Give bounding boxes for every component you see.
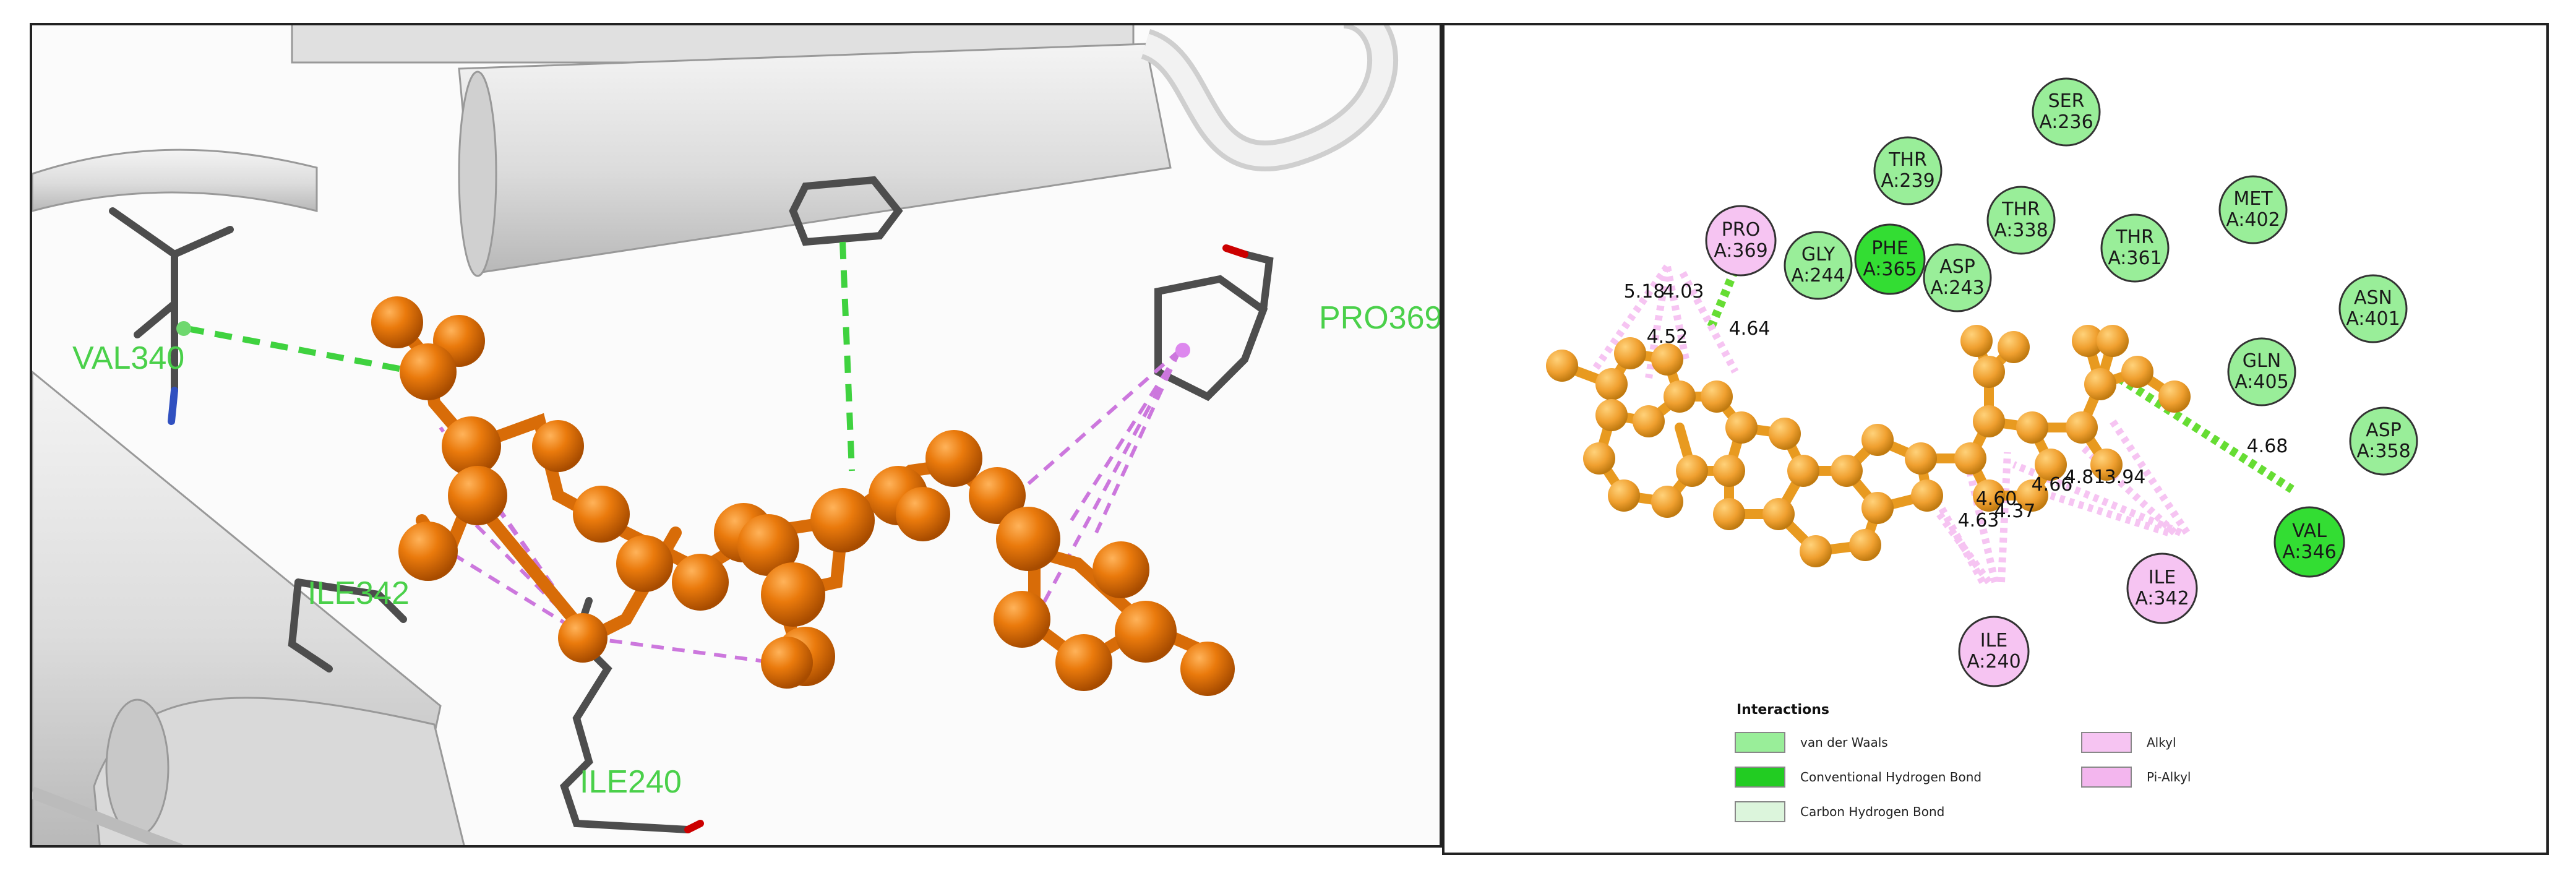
legend-swatch: [2081, 732, 2132, 753]
residue-gly244: GLY A:244: [1784, 231, 1853, 300]
residue-number: A:405: [2235, 371, 2288, 393]
legend-swatch: [1735, 801, 1785, 822]
residue-name: ASP: [2366, 419, 2402, 441]
residue-thr338: THR A:338: [1986, 186, 2056, 255]
residue-disc: [1986, 186, 2056, 255]
residue-name: PHE: [1871, 238, 1908, 259]
legend-swatch: [1735, 767, 1785, 788]
residue-number: A:240: [1967, 651, 2020, 673]
legend-label: Pi-Alkyl: [2147, 770, 2191, 784]
residue-disc: [1958, 616, 2030, 687]
residue-name: ILE: [2149, 567, 2176, 588]
legend-swatch: [2081, 767, 2132, 788]
residue-disc: [2273, 506, 2345, 578]
residue-number: A:365: [1863, 259, 1917, 280]
residue-label-pro369: PRO369: [1319, 300, 1442, 336]
legend-label: van der Waals: [1800, 735, 1888, 750]
residue-ile240: ILE A:240: [1958, 616, 2030, 687]
residue-asp358: ASP A:358: [2349, 406, 2418, 476]
residue-number: A:369: [1714, 240, 1767, 262]
distance-label: 4.63: [1958, 510, 1999, 531]
residue-number: A:338: [1994, 220, 2048, 241]
ligand-atoms: [371, 296, 1235, 696]
protein-ribbons: [32, 25, 1398, 845]
residue-thr361: THR A:361: [2100, 213, 2170, 283]
interaction-centroid: [1175, 343, 1190, 358]
residue-ile342: ILE A:342: [2126, 552, 2198, 624]
residue-number: A:402: [2226, 209, 2280, 231]
docking-3d-canvas: VAL340 PRO369 ILE342 ILE240: [32, 25, 1442, 845]
residue-disc: [2218, 175, 2288, 244]
interaction-lines: [186, 241, 1182, 664]
residue-number: A:236: [2039, 111, 2093, 133]
residue-label-ile240: ILE240: [580, 764, 682, 800]
residue-pro369: PRO A:369: [1705, 205, 1777, 277]
distance-label: 3.94: [2105, 466, 2146, 488]
residue-phe365: PHE A:365: [1854, 223, 1926, 295]
distance-label: 4.03: [1663, 281, 1704, 303]
residue-asn401: ASN A:401: [2338, 274, 2408, 343]
residue-number: A:361: [2108, 247, 2162, 269]
residue-ser236: SER A:236: [2032, 77, 2101, 147]
residue-name: SER: [2048, 90, 2085, 112]
interaction-2d-canvas: 5.18 4.03 4.52 4.64 4.68 4.81 3.94 4.66 …: [1546, 77, 2418, 822]
ligand-atoms-2d: [1546, 325, 2191, 567]
residue-gln405: GLN A:405: [2227, 337, 2296, 406]
distance-label: 5.18: [1624, 281, 1665, 303]
residue-number: A:342: [2135, 588, 2189, 609]
residue-name: THR: [2001, 199, 2040, 220]
distance-label: 4.68: [2247, 436, 2288, 457]
residue-name: THR: [1888, 149, 1927, 171]
residue-disc: [2100, 213, 2170, 283]
residue-name: THR: [2115, 226, 2154, 248]
residue-disc: [1854, 223, 1926, 295]
residue-number: A:401: [2346, 308, 2400, 330]
residue-disc: [1873, 136, 1943, 205]
residue-name: PRO: [1722, 219, 1761, 241]
residue-disc: [2338, 274, 2408, 343]
residue-disc: [1784, 231, 1853, 300]
distance-label: 4.37: [1994, 501, 2036, 522]
residue-disc: [1705, 205, 1777, 277]
residue-number: A:243: [1930, 277, 1984, 299]
residue-val346: VAL A:346: [2273, 506, 2345, 578]
residue-name: ASN: [2354, 287, 2392, 309]
interaction-centroid: [176, 321, 191, 336]
interaction-2d-diagram: 5.18 4.03 4.52 4.64 4.68 4.81 3.94 4.66 …: [1442, 23, 2549, 855]
residue-disc: [2349, 406, 2418, 476]
distance-label: 4.52: [1647, 326, 1688, 348]
residue-disc: [2227, 337, 2296, 406]
residue-label-val340: VAL340: [72, 340, 184, 376]
residue-name: GLN: [2243, 350, 2281, 372]
distance-label: 4.81: [2064, 466, 2106, 488]
legend-label: Alkyl: [2147, 735, 2176, 750]
residue-number: A:244: [1791, 265, 1845, 286]
distance-label: 4.60: [1976, 488, 2017, 510]
residue-name: MET: [2233, 188, 2273, 210]
residue-number: A:358: [2356, 440, 2410, 462]
residue-number: A:239: [1881, 170, 1934, 192]
docking-3d-view: VAL340 PRO369 ILE342 ILE240: [30, 23, 1442, 848]
residue-disc: [2126, 552, 2198, 624]
residue-name: VAL: [2292, 520, 2327, 542]
residue-name: ILE: [1980, 630, 2008, 651]
residue-thr239: THR A:239: [1873, 136, 1943, 205]
residue-number: A:346: [2282, 541, 2336, 563]
residue-disc: [1923, 243, 1992, 312]
distance-label: 4.66: [2032, 474, 2073, 496]
distance-label: 4.64: [1729, 318, 1771, 340]
residue-name: ASP: [1939, 256, 1975, 278]
residue-name: GLY: [1801, 244, 1835, 265]
legend-label: Carbon Hydrogen Bond: [1800, 804, 1944, 819]
legend-swatch: [1735, 732, 1785, 753]
residue-met402: MET A:402: [2218, 175, 2288, 244]
legend-title: Interactions: [1737, 702, 1829, 718]
interactions-legend: Interactions van der Waals Conventional …: [1735, 702, 2191, 822]
residue-label-ile342: ILE342: [307, 575, 410, 611]
residue-disc: [2032, 77, 2101, 147]
legend-label: Conventional Hydrogen Bond: [1800, 770, 1981, 784]
residue-asp243: ASP A:243: [1923, 243, 1992, 312]
